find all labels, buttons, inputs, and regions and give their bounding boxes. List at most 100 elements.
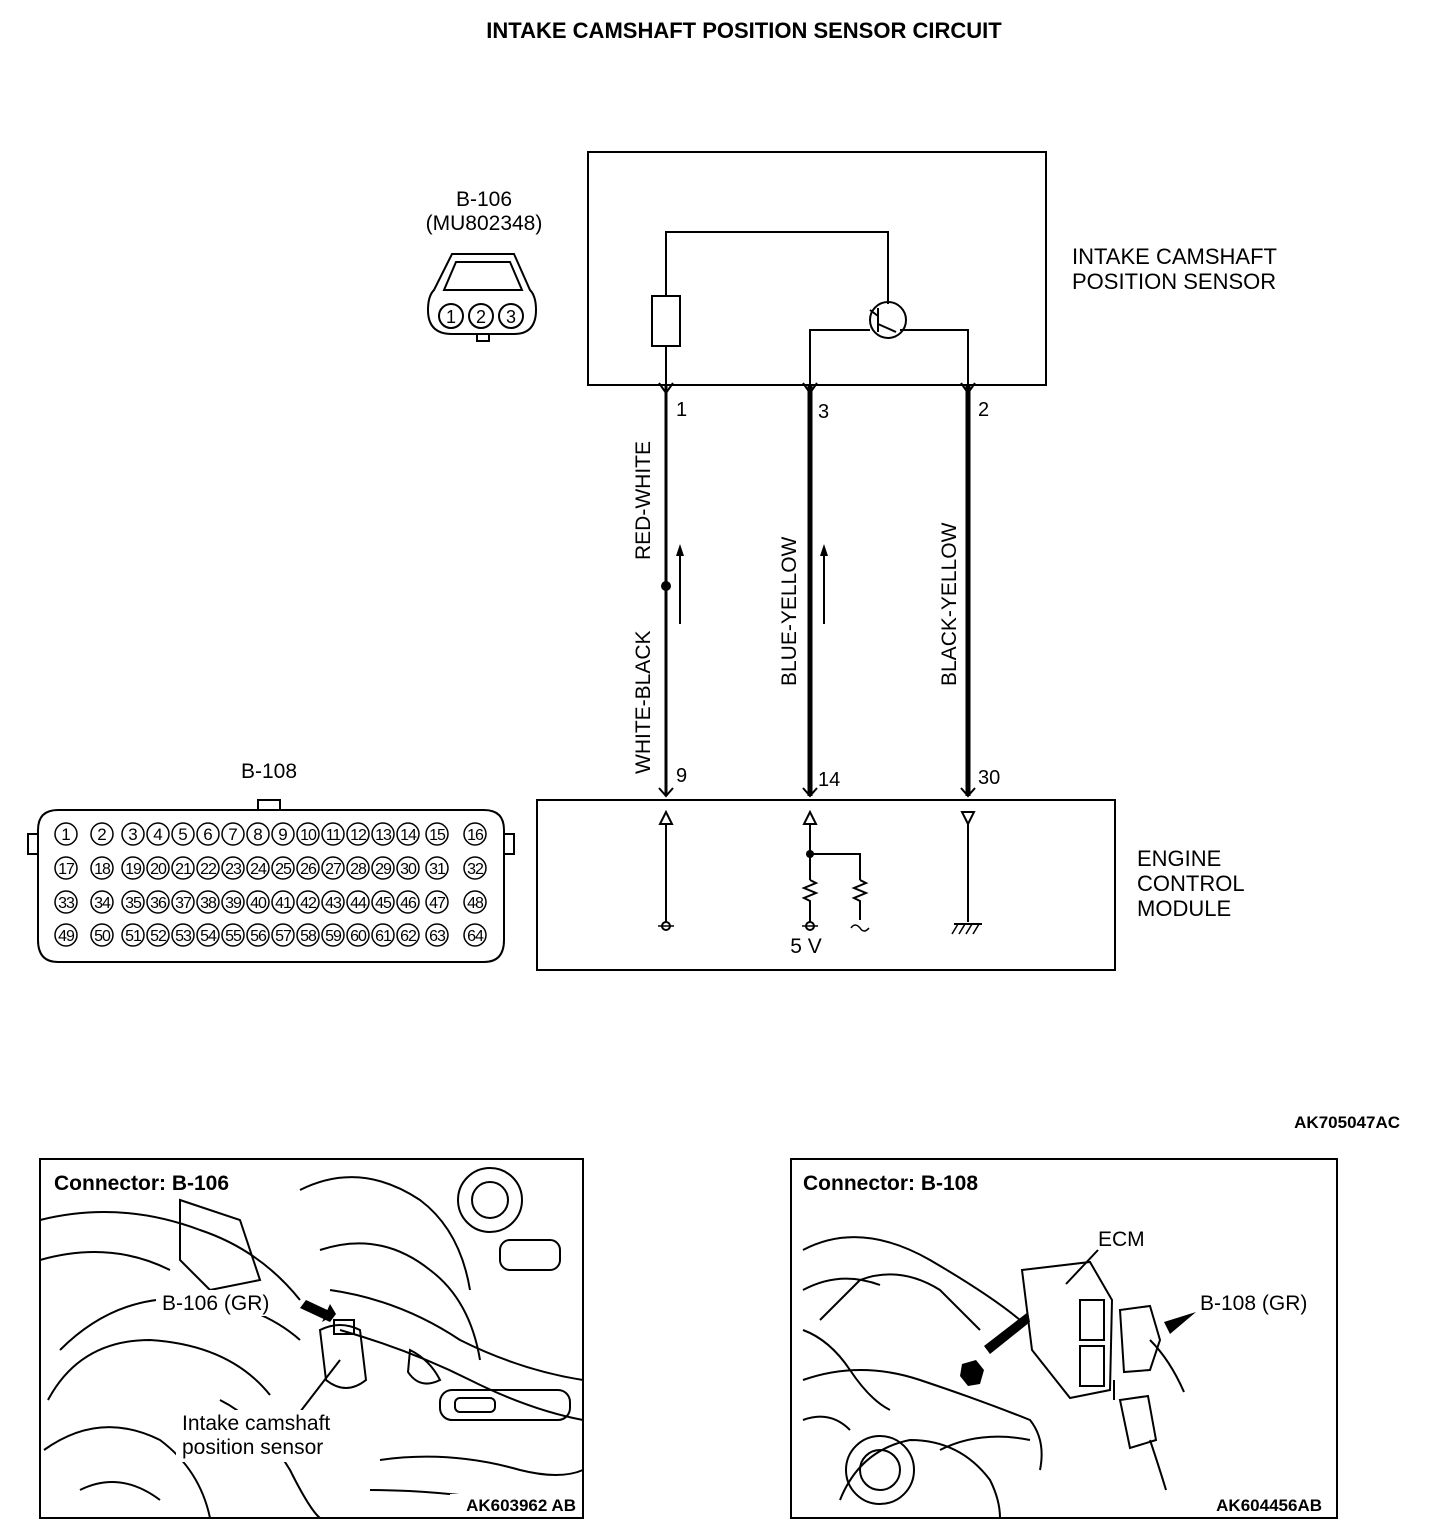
b108-pin-circle [463, 890, 487, 914]
b108-pin-circle [171, 923, 195, 947]
b108-pin-21: 21 [175, 861, 192, 878]
b108-pin-circle [121, 822, 145, 846]
b108-pin-circle [396, 923, 420, 947]
b108-pin-19: 19 [125, 861, 142, 878]
b108-pin-circle [463, 923, 487, 947]
b108-pin-63: 63 [429, 928, 446, 945]
ground-icon [951, 923, 982, 935]
b106-pin-2: 2 [476, 307, 486, 327]
b108-pin-13: 13 [375, 827, 392, 844]
b108-pin-circle [90, 822, 114, 846]
b108-pin-9: 9 [278, 825, 287, 844]
b108-pin-28: 28 [350, 861, 367, 878]
b108-pin-51: 51 [125, 928, 142, 945]
sensor-pin-label-1: 1 [676, 399, 687, 421]
b108-pin-circle [246, 923, 270, 947]
b108-pin-circle [196, 822, 220, 846]
ecm-pin-label-30: 30 [978, 767, 1000, 789]
b108-pin-circle [171, 822, 195, 846]
b108-pin-47: 47 [429, 895, 446, 912]
b108-pin-circle [296, 822, 320, 846]
sensor-label-line1: INTAKE CAMSHAFT [1072, 244, 1277, 269]
b108-pin-circle [246, 856, 270, 880]
b108-pin-44: 44 [350, 895, 367, 912]
ecm-label-line1: ENGINE [1137, 846, 1221, 871]
b108-pin-circle [196, 890, 220, 914]
signal-arrow-icon [820, 544, 828, 556]
b108-pin-circle [171, 890, 195, 914]
b108-pin-31: 31 [429, 861, 446, 878]
b108-pin-circle [425, 822, 449, 846]
b108-pin-62: 62 [400, 928, 417, 945]
b108-pin-22: 22 [200, 861, 217, 878]
b108-pin-2: 2 [97, 825, 106, 844]
ecm-voltage-label: 5 V [790, 935, 822, 958]
b108-pin-14: 14 [400, 827, 417, 844]
b108-pin-36: 36 [150, 895, 167, 912]
b108-pin-29: 29 [375, 861, 392, 878]
b108-pin-circle [296, 923, 320, 947]
ecm-pin-label-14: 14 [818, 769, 840, 791]
b108-pin-27: 27 [325, 861, 342, 878]
b108-pin-23: 23 [225, 861, 242, 878]
ecm-label-line3: MODULE [1137, 896, 1231, 921]
panel-right-title: Connector: B-108 [803, 1172, 978, 1195]
b108-pin-circle [54, 890, 78, 914]
b108-pin-circle [425, 923, 449, 947]
b108-pin-20: 20 [150, 861, 167, 878]
b106-pin-3: 3 [506, 307, 516, 327]
b108-connector-id: B-108 [241, 760, 297, 783]
b108-pin-57: 57 [275, 928, 292, 945]
b108-pin-48: 48 [467, 895, 484, 912]
b108-pin-circle [54, 856, 78, 880]
b108-pin-circle [90, 923, 114, 947]
connector-b106-location-panel: Connector: B-106 B-106 (GR) Intake camsh… [39, 1158, 584, 1519]
b108-pin-60: 60 [350, 928, 367, 945]
b108-pin-35: 35 [125, 895, 142, 912]
b108-pin-circle [321, 856, 345, 880]
b108-pin-10: 10 [300, 827, 317, 844]
b108-pin-41: 41 [275, 895, 292, 912]
pointer-arrow-icon [1164, 1312, 1196, 1334]
b108-pin-26: 26 [300, 861, 317, 878]
intake-camshaft-position-sensor [587, 151, 1047, 386]
b108-pin-34: 34 [94, 895, 111, 912]
panel-right-code: AK604456AB [1216, 1496, 1322, 1515]
b108-pin-circle [425, 890, 449, 914]
b106-connector-face-icon: 1 2 3 [426, 253, 538, 342]
b108-pin-3: 3 [128, 825, 137, 844]
b108-pin-circle [296, 890, 320, 914]
signal-wave-icon [850, 924, 870, 932]
b108-pin-24: 24 [250, 861, 267, 878]
b106-pin-1: 1 [446, 307, 456, 327]
b108-pin-53: 53 [175, 928, 192, 945]
b108-pin-circle [463, 856, 487, 880]
b108-pin-circle [296, 856, 320, 880]
b108-pin-7: 7 [228, 825, 237, 844]
diagram-title: INTAKE CAMSHAFT POSITION SENSOR CIRCUIT [486, 18, 1002, 43]
b108-pin-11: 11 [326, 827, 342, 844]
connector-b108-location-panel: Connector: B-108 ECM B-108 [790, 1158, 1338, 1519]
b108-pin-38: 38 [200, 895, 217, 912]
b108-pin-37: 37 [175, 895, 192, 912]
b108-pin-25: 25 [275, 861, 292, 878]
b108-pin-circle [271, 822, 295, 846]
b108-pin-32: 32 [467, 861, 484, 878]
wire-blue-yellow [802, 382, 828, 798]
b108-pin-circle [54, 923, 78, 947]
b106-part-number: (MU802348) [426, 212, 543, 235]
b108-pin-39: 39 [225, 895, 242, 912]
b108-pin-circle [271, 856, 295, 880]
b108-pin-59: 59 [325, 928, 342, 945]
b106-connector-id: B-106 [456, 188, 512, 211]
b108-pin-circle [146, 856, 170, 880]
figure-code: AK705047AC [1294, 1113, 1400, 1132]
b108-pin-circle [346, 856, 370, 880]
b108-pin-55: 55 [225, 928, 242, 945]
b108-pin-64: 64 [467, 928, 484, 945]
b108-pin-16: 16 [467, 827, 484, 844]
b108-pin-circle [246, 822, 270, 846]
sensor-resistor-icon [651, 295, 681, 347]
b108-pin-circle [371, 856, 395, 880]
